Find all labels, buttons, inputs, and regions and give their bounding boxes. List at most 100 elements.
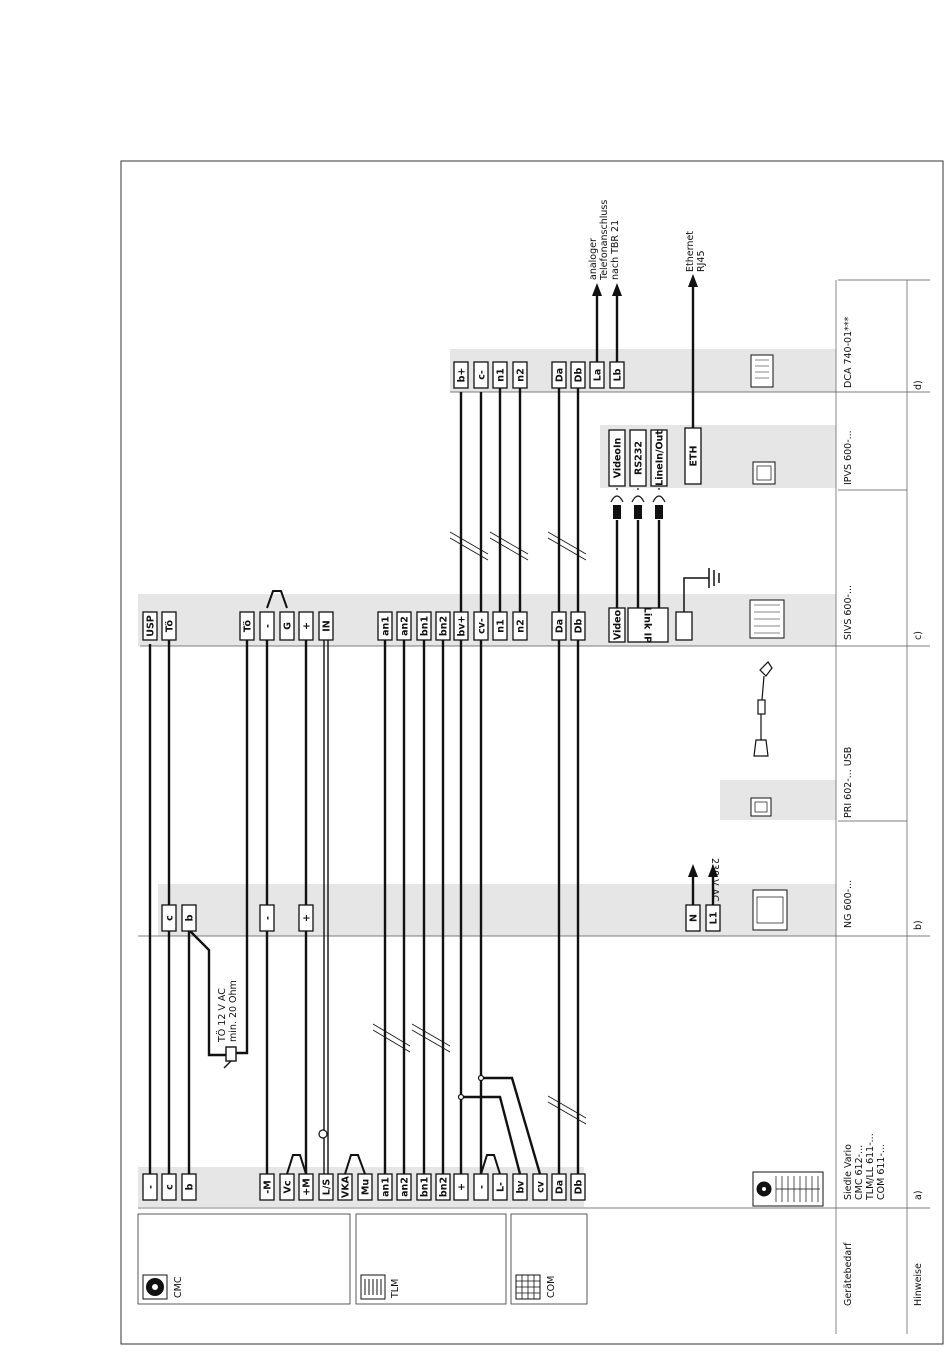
vario-terminal: Vc	[279, 1173, 295, 1201]
ipvs-terminal: ETH	[684, 427, 702, 485]
vario-terminal: -M	[259, 1173, 275, 1201]
svg-text:cv-: cv-	[477, 618, 488, 634]
svg-text:bv: bv	[516, 1180, 527, 1194]
svg-text:-: -	[263, 916, 274, 920]
ipvs-terminal: LineIn/Out	[650, 429, 668, 487]
vario-terminal: +M	[298, 1173, 314, 1201]
sivs-terminal: -	[259, 611, 275, 641]
phone-line-note: analoger Telefonanschluss nach TBR 21	[588, 200, 621, 281]
svg-text:Link IP: Link IP	[642, 607, 653, 643]
tlm-module-box	[355, 1213, 507, 1305]
svg-text:analoger: analoger	[588, 238, 599, 280]
sivs-terminal: bn1	[416, 611, 432, 641]
svg-text:VideoIn: VideoIn	[613, 438, 624, 479]
svg-text:L-: L-	[496, 1182, 507, 1192]
ng-device-icon	[752, 889, 788, 931]
com-label: COM	[546, 1276, 557, 1298]
vario-terminal: an2	[396, 1173, 412, 1201]
tlm-icon	[360, 1274, 386, 1300]
svg-text:min. 20 Ohm: min. 20 Ohm	[228, 980, 239, 1042]
tlm-label: TLM	[390, 1279, 401, 1299]
svg-text:Siedle Vario: Siedle Vario	[843, 1144, 854, 1200]
dca-terminal: Lb	[609, 361, 625, 389]
vario-terminal: Da	[551, 1173, 567, 1201]
sivs-device-icon	[749, 599, 785, 639]
svg-text:bn2: bn2	[439, 616, 450, 636]
svg-text:an2: an2	[400, 1177, 411, 1197]
sivs-terminal: an2	[396, 611, 412, 641]
ng-terminal: -	[259, 904, 275, 932]
vario-terminal: Mu	[357, 1173, 373, 1201]
vario-terminal: +	[453, 1173, 469, 1201]
device-list-a: Siedle Vario CMC 612-... TLM/LL 611-... …	[843, 1133, 887, 1201]
svg-text:n2: n2	[516, 619, 527, 632]
vario-panel-icon	[752, 1171, 824, 1207]
vario-terminal: -	[142, 1173, 158, 1201]
svg-text:+: +	[302, 914, 313, 922]
svg-text:-M: -M	[263, 1180, 274, 1193]
sivs-terminal: Da	[551, 611, 567, 641]
sivs-terminal: n2	[512, 611, 528, 641]
sivs-terminal: USP	[142, 611, 158, 641]
vario-terminal: bn1	[416, 1173, 432, 1201]
geraetebedarf-label: Gerätebedarf	[843, 1242, 854, 1306]
svg-text:cv: cv	[536, 1180, 547, 1193]
sivs-terminal: bn2	[435, 611, 451, 641]
col-letter-c: c)	[913, 631, 924, 640]
pri-band	[720, 780, 836, 820]
ng-terminal: L1	[705, 904, 721, 932]
svg-text:ETH: ETH	[689, 445, 700, 466]
sivs-terminal: Tö	[239, 611, 255, 641]
svg-text:N: N	[689, 914, 700, 922]
device-ng: NG 600-...	[843, 880, 854, 928]
svg-text:COM 611-...: COM 611-...	[876, 1144, 887, 1200]
svg-text:-: -	[263, 624, 274, 628]
vario-terminal: Db	[570, 1173, 586, 1201]
svg-text:bn1: bn1	[420, 1177, 431, 1197]
svg-text:RS232: RS232	[634, 441, 645, 475]
ipvs-device-icon	[752, 461, 776, 485]
svg-text:Da: Da	[555, 619, 566, 633]
svg-text:Mu: Mu	[361, 1179, 372, 1195]
vario-terminal: bn2	[435, 1173, 451, 1201]
ipvs-terminal: VideoIn	[608, 429, 626, 487]
sivs-terminal: cv-	[473, 611, 489, 641]
pri-device-icon	[750, 797, 772, 817]
svg-text:Tö: Tö	[243, 619, 254, 632]
cmc-icon	[142, 1274, 168, 1300]
svg-text:+: +	[457, 1183, 468, 1191]
vario-terminal: cv	[532, 1173, 548, 1201]
device-dca: DCA 740-01***	[843, 316, 854, 388]
ng-power-note: 230 V AC	[709, 858, 720, 902]
junction-dots	[318, 1074, 485, 1139]
vario-terminal: VKA	[337, 1173, 353, 1201]
svg-text:nach TBR 21: nach TBR 21	[610, 220, 621, 280]
ground-terminal	[675, 611, 693, 641]
sivs-terminal: Db	[570, 611, 586, 641]
cable-marks	[372, 531, 587, 1125]
svg-text:+M: +M	[302, 1178, 313, 1195]
dca-device-icon	[750, 354, 774, 388]
svg-text:CMC 612-...: CMC 612-...	[854, 1145, 865, 1200]
diagram-border	[120, 160, 944, 1345]
vario-terminal: an1	[377, 1173, 393, 1201]
sivs-video-terminal: Video	[608, 607, 626, 643]
svg-text:TÖ 12 V AC: TÖ 12 V AC	[217, 988, 228, 1043]
sivs-terminal: bv+	[453, 611, 469, 641]
ethernet-note: Ethernet RJ45	[685, 231, 707, 272]
sivs-terminal: n1	[492, 611, 508, 641]
com-module-box	[510, 1213, 588, 1305]
svg-text:-: -	[146, 1185, 157, 1189]
dca-terminal: n2	[512, 361, 528, 389]
svg-text:Video: Video	[613, 609, 624, 640]
svg-text:LineIn/Out: LineIn/Out	[655, 430, 666, 486]
svg-text:an2: an2	[400, 616, 411, 636]
svg-text:an1: an1	[381, 616, 392, 636]
svg-text:Da: Da	[555, 1180, 566, 1194]
svg-text:TLM/LL 611-...: TLM/LL 611-...	[865, 1133, 876, 1201]
svg-text:Db: Db	[574, 1179, 585, 1194]
svg-text:USP: USP	[146, 615, 157, 637]
vario-terminal: L-	[492, 1173, 508, 1201]
svg-text:b: b	[185, 1183, 196, 1190]
